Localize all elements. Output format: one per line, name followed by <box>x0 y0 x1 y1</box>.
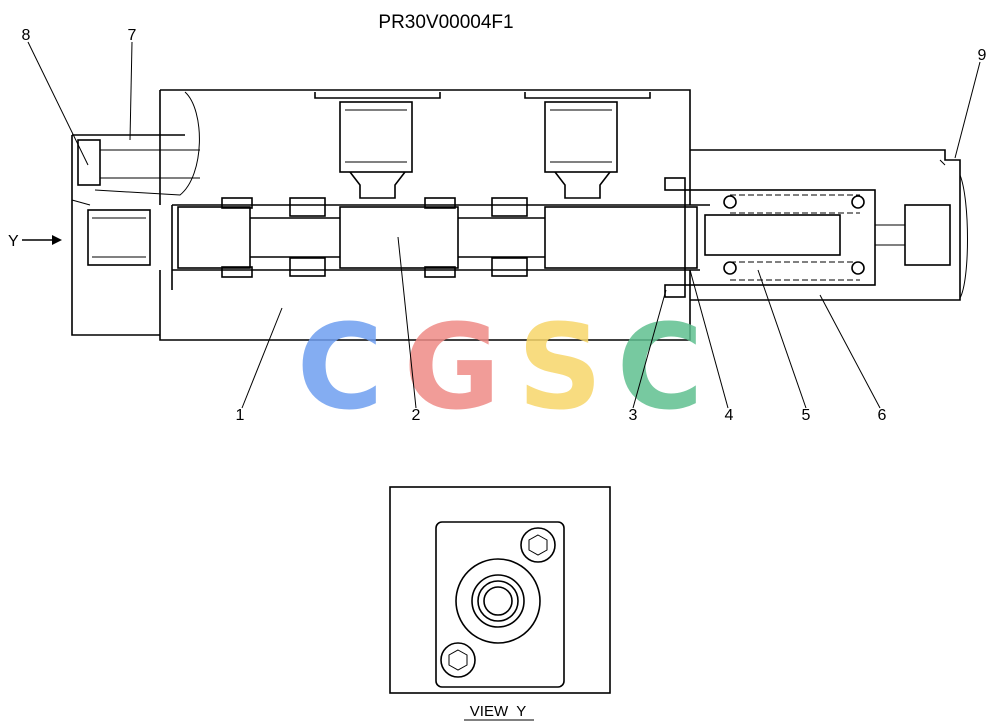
callout-3: 3 <box>629 407 638 424</box>
callout-7: 7 <box>128 27 137 44</box>
watermark-letter-c1: C <box>297 298 384 436</box>
callout-4: 4 <box>725 407 734 424</box>
callout-leaders <box>27 41 981 409</box>
drawing-number: PR30V00004F1 <box>378 12 513 33</box>
watermark: C G S C <box>297 298 704 436</box>
callout-2: 2 <box>412 407 421 424</box>
callout-9: 9 <box>978 47 987 64</box>
callout-8: 8 <box>22 27 31 44</box>
callout-1: 1 <box>236 407 245 424</box>
watermark-letter-g: G <box>404 298 501 436</box>
view-arrow-label: Y <box>8 233 19 250</box>
end-view-y <box>389 486 611 694</box>
view-arrow: Y <box>8 233 62 250</box>
watermark-letter-s: S <box>518 298 603 436</box>
valve-body <box>71 89 968 341</box>
callout-6: 6 <box>878 407 887 424</box>
watermark-letter-c2: C <box>617 298 704 436</box>
view-caption: VIEW Y <box>470 703 526 720</box>
callout-5: 5 <box>802 407 811 424</box>
